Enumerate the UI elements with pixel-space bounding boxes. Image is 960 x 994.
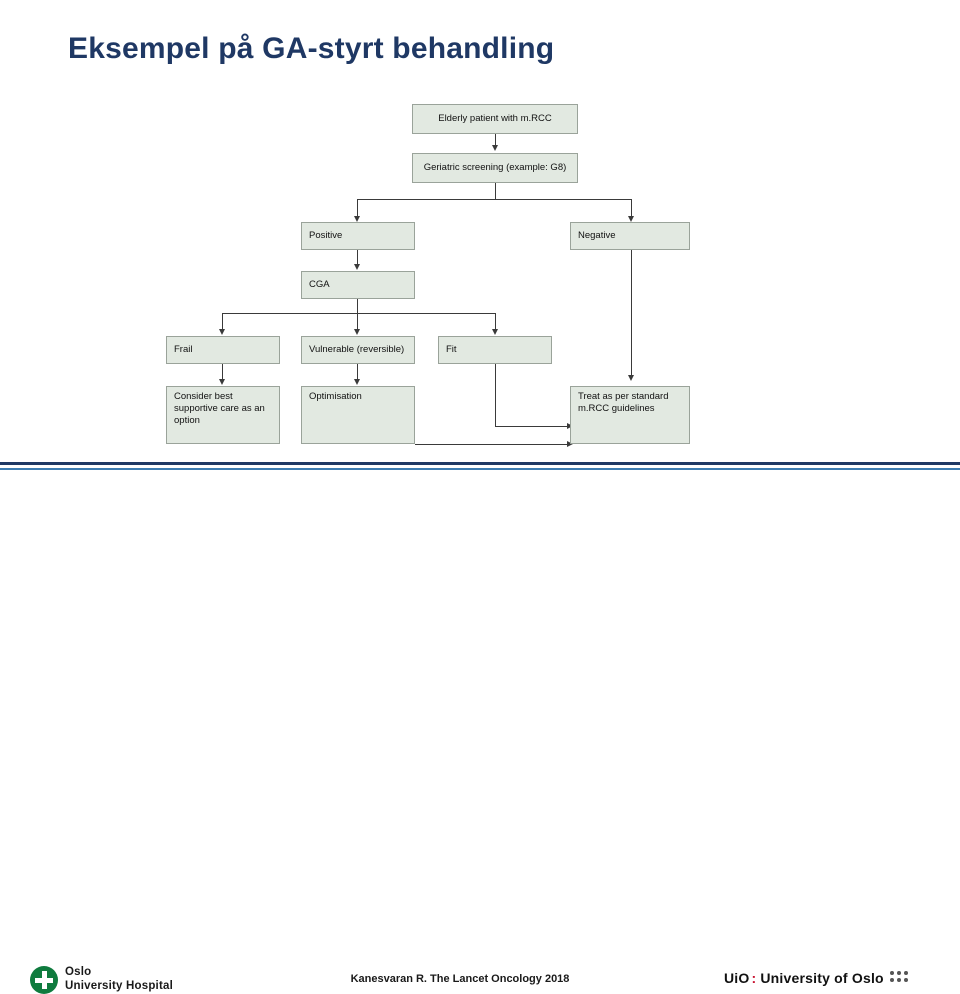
node-positive: Positive [301, 222, 415, 250]
arrowhead-optimisation [353, 379, 360, 385]
slide-footer: Oslo University Hospital Kanesvaran R. T… [0, 470, 960, 994]
node-label: Geriatric screening (example: G8) [423, 162, 567, 174]
connector-screening-split [357, 199, 632, 200]
slide: Eksempel på GA-styrt behandling Elderly … [0, 32, 960, 994]
node-cga: CGA [301, 271, 415, 299]
node-vulnerable: Vulnerable (reversible) [301, 336, 415, 364]
node-label: Negative [578, 230, 616, 242]
node-label: Positive [309, 230, 343, 242]
university-of-oslo-logo: UiO : University of Oslo [724, 970, 884, 986]
connector-fit-down [495, 364, 496, 426]
connector-negative-standard [631, 250, 632, 376]
node-geriatric-screening: Geriatric screening (example: G8) [412, 153, 578, 183]
arrowhead-negative-standard [627, 375, 634, 381]
arrowhead-elderly-screening [491, 145, 498, 151]
uio-dots-decoration [890, 970, 914, 986]
connector-cga-stem [357, 299, 358, 313]
arrowhead-positive [353, 216, 360, 222]
node-label: Optimisation [309, 391, 362, 402]
connector-elderly-screening [495, 134, 496, 146]
node-label: Fit [446, 344, 457, 356]
arrowhead-cga [353, 264, 360, 270]
flowchart-diagram: Elderly patient with m.RCC Geriatric scr… [0, 96, 960, 456]
connector-screening-stem [495, 183, 496, 199]
connector-screening-to-negative [631, 199, 632, 217]
node-label: CGA [309, 279, 330, 291]
uio-name: University of Oslo [760, 970, 884, 986]
connector-fit-right [495, 426, 568, 427]
node-frail: Frail [166, 336, 280, 364]
arrowhead-negative [627, 216, 634, 222]
connector-cga-split [222, 313, 495, 314]
ous-logo-line1: Oslo [65, 966, 92, 979]
arrowhead-fit [491, 329, 498, 335]
node-elderly-patient: Elderly patient with m.RCC [412, 104, 578, 134]
connector-cga-to-frail [222, 313, 223, 330]
node-label: Frail [174, 344, 193, 356]
connector-cga-to-fit [495, 313, 496, 330]
page-title: Eksempel på GA-styrt behandling [68, 32, 555, 65]
connector-positive-cga [357, 250, 358, 265]
node-label: Elderly patient with m.RCC [438, 113, 552, 125]
node-label: Vulnerable (reversible) [309, 344, 405, 356]
node-negative: Negative [570, 222, 690, 250]
uio-colon: : [751, 970, 757, 986]
node-fit: Fit [438, 336, 552, 364]
arrowhead-supportive [218, 379, 225, 385]
green-cross-icon [30, 966, 58, 994]
arrowhead-vulnerable [353, 329, 360, 335]
connector-screening-to-positive [357, 199, 358, 217]
oslo-university-hospital-logo: Oslo University Hospital [30, 966, 173, 994]
node-optimisation: Optimisation [301, 386, 415, 444]
node-standard-guidelines: Treat as per standard m.RCC guidelines [570, 386, 690, 444]
connector-cga-to-vulnerable [357, 313, 358, 330]
footer-rule-light [0, 468, 960, 470]
connector-frail-supportive [222, 364, 223, 380]
node-label: Treat as per standard m.RCC guidelines [578, 391, 669, 414]
ous-logo-line2: University Hospital [65, 980, 173, 992]
ous-logo-text: Oslo University Hospital [65, 966, 173, 993]
footer-rule-dark [0, 462, 960, 465]
uio-mark: UiO [724, 970, 750, 986]
node-label: Consider best supportive care as an opti… [174, 391, 265, 426]
connector-optimisation-right [415, 444, 568, 445]
citation-text: Kanesvaran R. The Lancet Oncology 2018 [350, 973, 570, 985]
connector-vulnerable-optimisation [357, 364, 358, 380]
arrowhead-frail [218, 329, 225, 335]
node-supportive-care: Consider best supportive care as an opti… [166, 386, 280, 444]
